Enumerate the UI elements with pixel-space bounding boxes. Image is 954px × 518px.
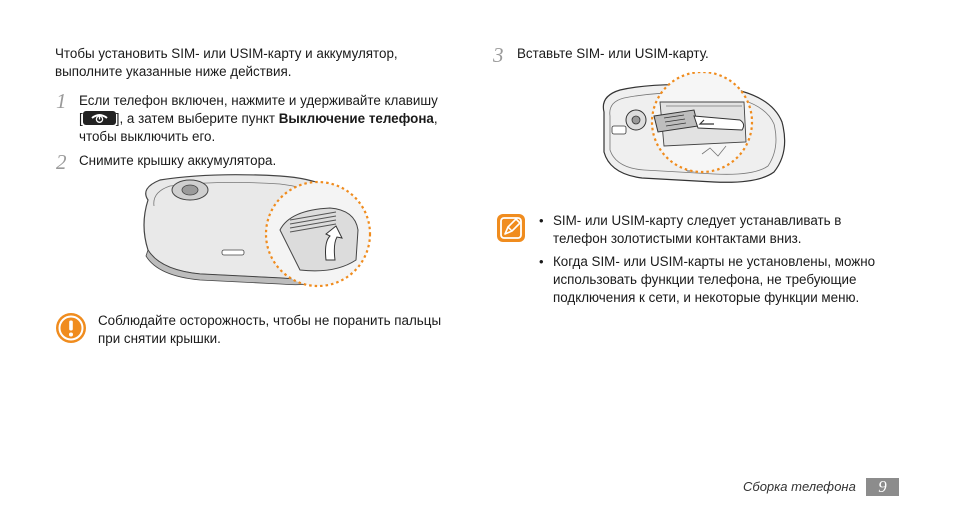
- battery-cover-illustration: [143, 174, 372, 288]
- step-2-text: Снимите крышку аккумулятора.: [79, 153, 277, 168]
- step-number-1: 1: [56, 89, 67, 113]
- note-bullet: •: [539, 213, 544, 228]
- step-number-3: 3: [493, 43, 504, 67]
- caution-icon: [55, 312, 87, 349]
- note-2-text: Когда SIM- или USIM-карты не установлены…: [553, 254, 876, 305]
- caution-text: Соблюдайте осторожность, чтобы не порани…: [98, 313, 442, 346]
- intro-text: Чтобы установить SIM- или USIM-карту и а…: [55, 46, 398, 79]
- end-call-power-icon: [82, 111, 116, 125]
- step-1-text: Если телефон включен, нажмите и удержива…: [79, 93, 438, 144]
- step-number-2: 2: [56, 150, 67, 174]
- note-icon: [496, 213, 526, 248]
- note-bullet: •: [539, 254, 544, 269]
- page-number: 9: [866, 478, 899, 496]
- note-1-text: SIM- или USIM-карту следует устанавливат…: [553, 213, 842, 246]
- sim-insert-illustration: [602, 72, 786, 183]
- footer-section-label: Сборка телефона: [743, 479, 856, 494]
- step-3-text: Вставьте SIM- или USIM-карту.: [517, 46, 709, 61]
